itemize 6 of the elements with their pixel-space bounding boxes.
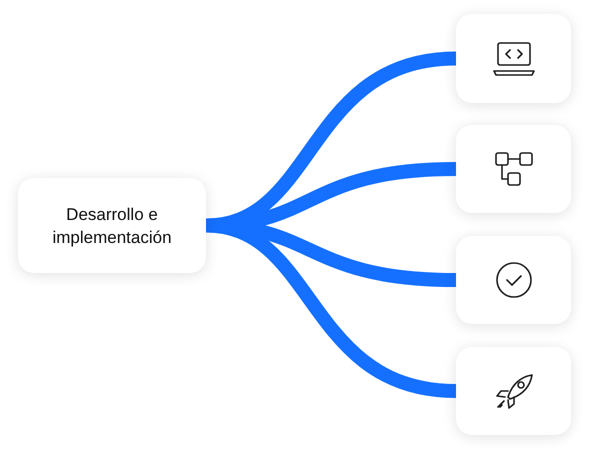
card-title: Desarrollo e implementación — [51, 204, 173, 248]
icon-card — [456, 125, 571, 213]
topic-card — [18, 178, 206, 273]
icon-card — [456, 14, 571, 103]
icon-card — [456, 236, 571, 324]
icon-card — [456, 347, 571, 435]
